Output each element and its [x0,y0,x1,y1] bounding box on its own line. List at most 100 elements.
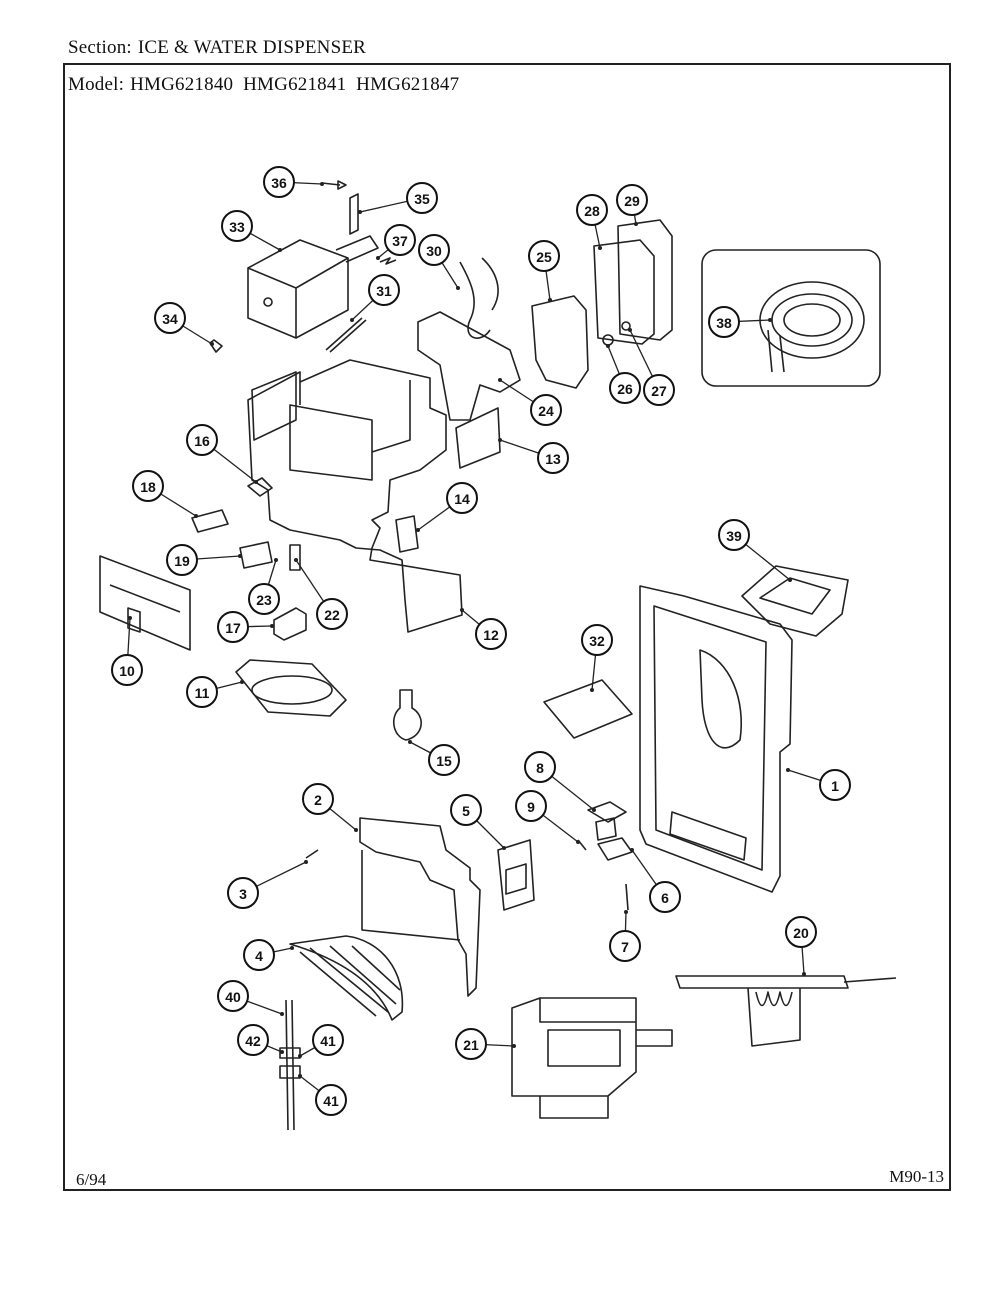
leader-tip-26 [606,344,610,348]
part-screw-36 [321,180,347,190]
leader-tip-2 [354,828,358,832]
callout-number: 27 [651,383,667,399]
callout-28: 28 [576,194,608,226]
callout-number: 41 [323,1093,339,1109]
callout-34: 34 [154,302,186,334]
leader-tip-40 [280,1012,284,1016]
callout-circle [643,374,675,406]
callout-number: 4 [255,948,263,964]
callout-4: 4 [243,939,275,971]
model-label: Model: [68,74,125,95]
callout-circle [616,184,648,216]
callout-number: 31 [376,283,392,299]
model-line: Model:HMG621840 HMG621841 HMG621847 [68,74,459,96]
callout-circle [609,372,641,404]
callout-circle [515,790,547,822]
callout-number: 8 [536,760,544,776]
callout-circle [227,877,259,909]
callout-number: 12 [483,627,499,643]
callout-circle [418,234,450,266]
callout-circle [609,930,641,962]
callout-circle [154,302,186,334]
callout-30: 30 [418,234,450,266]
part-solenoid [247,235,379,339]
callout-19: 19 [166,544,198,576]
callout-40: 40 [217,980,249,1012]
part-bulb [393,689,422,741]
callout-circle [785,916,817,948]
callout-number: 36 [271,175,287,191]
callout-circle [316,598,348,630]
callout-36: 36 [263,166,295,198]
part-bracket-2 [359,817,481,997]
callout-number: 13 [545,451,561,467]
leader-tip-39 [788,578,792,582]
callout-circle [186,676,218,708]
callout-number: 25 [536,249,552,265]
callout-6: 6 [649,881,681,913]
callout-circle [428,744,460,776]
callout-5: 5 [450,794,482,826]
callout-number: 5 [462,803,470,819]
leader-tip-9 [576,840,580,844]
leader-tip-20 [802,972,806,976]
callout-25: 25 [528,240,560,272]
callout-circle [475,618,507,650]
callout-circle [528,240,560,272]
callout-42: 42 [237,1024,269,1056]
callout-circle [524,751,556,783]
part-water-tube [285,999,295,1131]
part-drip-grille [289,935,404,1021]
leader-tip-6 [630,848,634,852]
callout-number: 6 [661,890,669,906]
leader-tip-12 [460,608,464,612]
leader-tip-24 [498,378,502,382]
callout-circle [263,166,295,198]
callout-37: 37 [384,224,416,256]
callout-number: 39 [726,528,742,544]
callout-circle [406,182,438,214]
callout-20: 20 [785,916,817,948]
callout-number: 7 [621,939,629,955]
callout-number: 17 [225,620,241,636]
leader-tip-1 [786,768,790,772]
callout-circle [312,1024,344,1056]
revision-date: 6/94 [76,1170,107,1189]
leader-tip-17 [270,624,274,628]
callout-circle [237,1024,269,1056]
callout-number: 16 [194,433,210,449]
leader-tip-15 [408,740,412,744]
callout-circle [581,624,613,656]
callout-number: 1 [831,778,839,794]
leader-tip-14 [416,528,420,532]
part-drawings [99,180,897,1131]
callout-circle [186,424,218,456]
callout-number: 40 [225,989,241,1005]
leader-tip-34 [210,342,214,346]
callout-number: 30 [426,243,442,259]
callout-circle [315,1084,347,1116]
callout-number: 11 [195,685,210,701]
callout-32: 32 [581,624,613,656]
callout-number: 26 [617,381,633,397]
callout-41: 41 [312,1024,344,1056]
callout-number: 22 [324,607,340,623]
leader-tip-33 [278,248,282,252]
callout-number: 28 [584,203,600,219]
leader-tip-29 [634,222,638,226]
callout-33: 33 [221,210,253,242]
callout-18: 18 [132,470,164,502]
callout-7: 7 [609,930,641,962]
callout-27: 27 [643,374,675,406]
callout-circle [537,442,569,474]
callout-number: 23 [256,592,272,608]
callout-circle [217,980,249,1012]
part-bracket-35 [349,193,359,235]
model-numbers: HMG621840 HMG621841 HMG621847 [130,74,460,95]
leader-tip-23 [274,558,278,562]
callout-16: 16 [186,424,218,456]
leader-tip-42 [280,1050,284,1054]
callout-circle [111,654,143,686]
part-panel-10 [99,555,191,651]
callout-circle [248,583,280,615]
